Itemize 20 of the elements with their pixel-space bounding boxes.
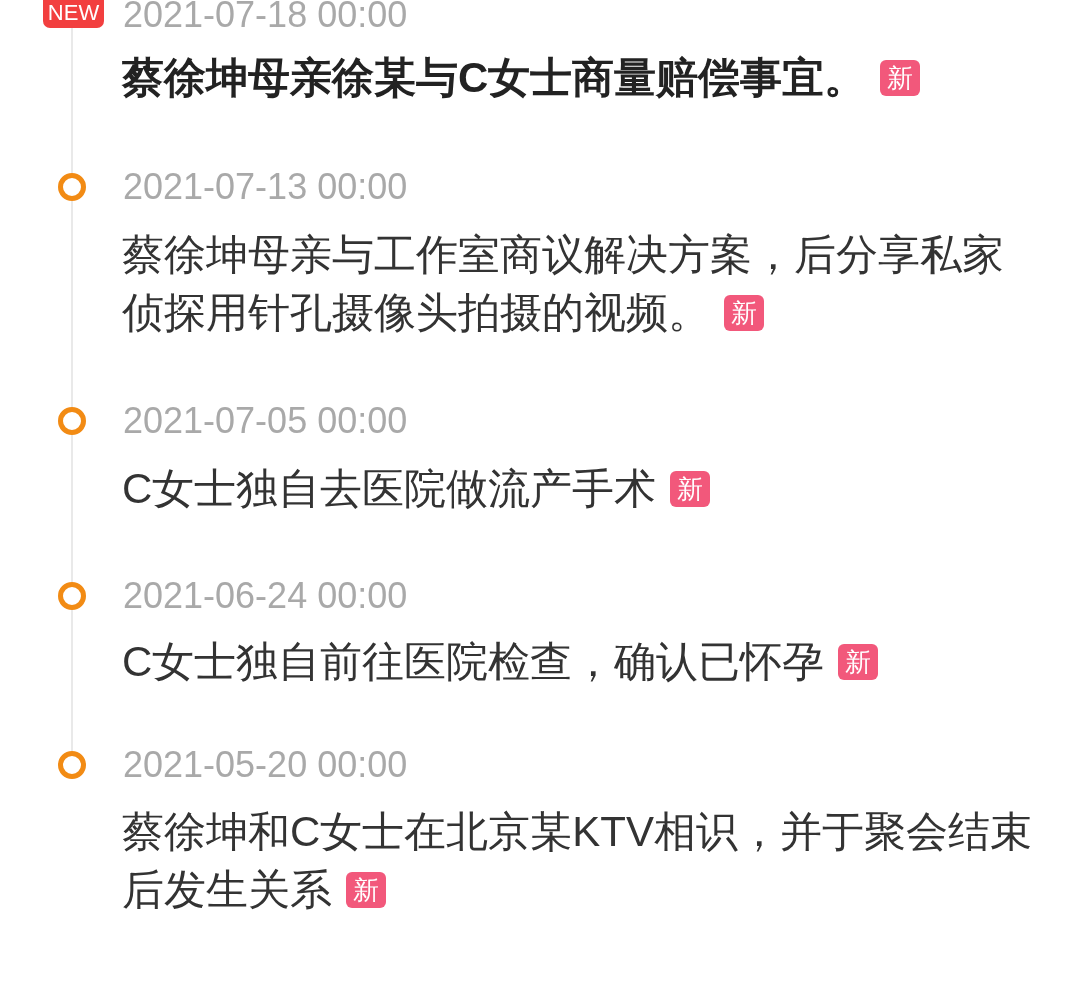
new-badge: 新 [724, 294, 764, 331]
event-text: 蔡徐坤母亲与工作室商议解决方案，后分享私家侦探用针孔摄像头拍摄的视频。 新 [122, 230, 1005, 338]
event-text: 蔡徐坤母亲徐某与C女士商量赔偿事宜。 新 [122, 49, 1038, 107]
event-text: 蔡徐坤和C女士在北京某KTV相识，并于聚会结束后发生关系 新 [122, 807, 1033, 915]
date-text: 2021-05-20 00:00 [123, 750, 408, 780]
date-text: 2021-07-13 00:00 [123, 172, 408, 202]
new-badge: 新 [670, 470, 711, 507]
new-badge: NEW [43, 0, 104, 28]
event-text: C女士独自去医院做流产手术 新 [122, 460, 1038, 518]
ring-icon [58, 407, 86, 435]
new-badge: 新 [346, 871, 386, 908]
event-text: C女士独自前往医院检查，确认已怀孕 新 [122, 633, 1038, 691]
ring-icon [58, 582, 86, 610]
date-text: 2021-07-05 00:00 [123, 406, 408, 436]
ring-icon [58, 173, 86, 201]
date-text: 2021-06-24 00:00 [123, 581, 408, 611]
ring-icon [58, 751, 86, 779]
new-badge: 新 [880, 59, 921, 96]
date-text: 2021-07-18 00:00 [123, 0, 408, 30]
new-badge: 新 [838, 643, 879, 680]
